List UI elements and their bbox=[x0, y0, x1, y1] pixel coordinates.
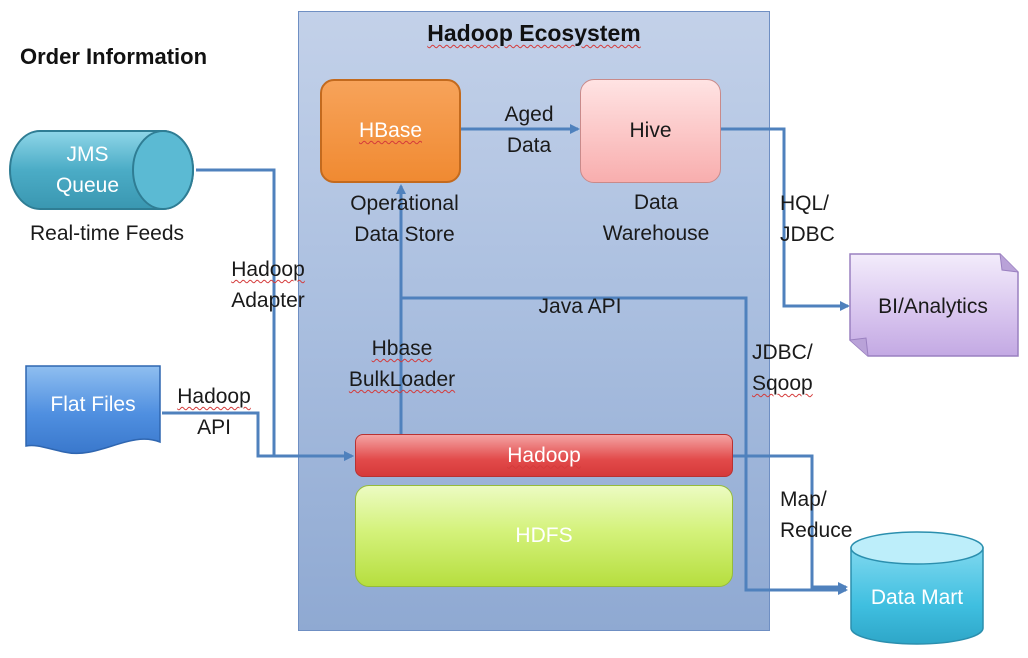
flat-files-label: Flat Files bbox=[50, 393, 136, 416]
hadoop-node: Hadoop bbox=[355, 434, 733, 477]
ecosystem-title: Hadoop Ecosystem bbox=[427, 20, 641, 46]
java-api-label: Java API bbox=[538, 295, 622, 318]
bulkloader-label: Hbase BulkLoader bbox=[348, 337, 456, 391]
hive-label: Hive bbox=[629, 119, 672, 142]
hadoop-label: Hadoop bbox=[507, 443, 581, 467]
hadoop-adapter-label: Hadoop Adapter bbox=[231, 258, 305, 312]
jms-caption: Real-time Feeds bbox=[29, 222, 185, 245]
edge-flatfiles-to-hadoop bbox=[162, 411, 354, 461]
hbase-caption-line1: Operational bbox=[350, 192, 459, 215]
data-mart-label: Data Mart bbox=[870, 586, 964, 609]
hive-caption: Data Warehouse bbox=[586, 187, 726, 249]
jdbc-sqoop-label: JDBC/ Sqoop bbox=[752, 341, 813, 395]
hdfs-label: HDFS bbox=[515, 524, 573, 547]
hbase-caption: Operational Data Store bbox=[332, 188, 477, 250]
hbase-caption-line2: Data Store bbox=[354, 223, 455, 246]
jms-queue-label: JMS Queue bbox=[55, 143, 120, 197]
bi-analytics-node bbox=[849, 253, 1019, 357]
hbase-label: HBase bbox=[358, 119, 423, 142]
flat-files-node bbox=[25, 365, 161, 455]
jms-queue-node bbox=[9, 130, 194, 210]
aged-data-label: Aged Data bbox=[504, 103, 554, 157]
edge-java-api-to-datamart bbox=[401, 296, 848, 595]
hadoop-api-label: Hadoop API bbox=[177, 385, 251, 439]
edge-hadoop-to-datamart bbox=[733, 454, 848, 592]
hive-caption-line1: Data bbox=[633, 191, 679, 214]
hql-jdbc-label: HQL/ JDBC bbox=[780, 192, 835, 246]
page-title: Order Information bbox=[20, 44, 208, 69]
hbase-node: HBase bbox=[320, 79, 461, 183]
bi-analytics-label: BI/Analytics bbox=[878, 295, 988, 318]
hive-caption-line2: Warehouse bbox=[602, 222, 710, 245]
data-mart-node bbox=[850, 531, 984, 645]
edge-hive-to-bi bbox=[721, 127, 850, 311]
map-reduce-label: Map/ Reduce bbox=[780, 488, 853, 542]
hive-node: Hive bbox=[580, 79, 721, 183]
hdfs-node: HDFS bbox=[355, 485, 733, 587]
